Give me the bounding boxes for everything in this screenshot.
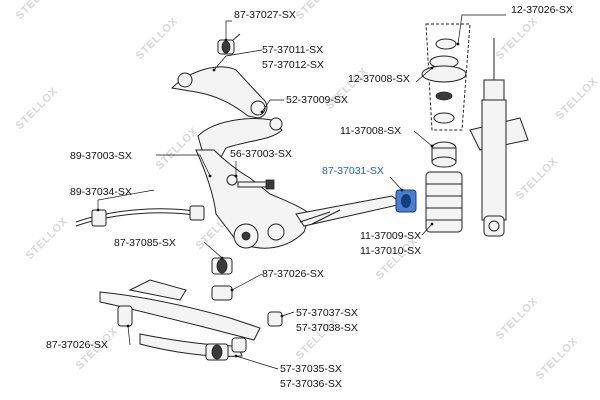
upper-arm-drawing (170, 66, 268, 119)
leader-dot (234, 354, 238, 358)
watermark-text: STELLOX (494, 15, 541, 62)
leader-line (281, 311, 295, 317)
leader-line (389, 176, 403, 191)
rear-lower-link-drawing (139, 333, 247, 361)
watermark-text: STELLOX (374, 235, 421, 282)
stabilizer-bar-drawing (75, 205, 205, 227)
part-label-87-37085-sx: 87-37085-SX (114, 237, 176, 249)
lower-arm-drawing (99, 279, 283, 341)
leader-lines (96, 14, 506, 370)
leader-line (213, 49, 263, 71)
part-label-57-37037-sx: 57-37037-SX (296, 307, 358, 319)
watermark-text: STELLOX (134, 15, 181, 62)
part-label-87-37027-sx: 87-37027-SX (234, 9, 296, 21)
top-mount-drawing (421, 23, 471, 131)
leader-line (413, 130, 433, 147)
leader-dot (234, 174, 238, 178)
watermark-text: STELLOX (534, 335, 581, 382)
watermark-text: STELLOX (494, 295, 541, 342)
leader-line (421, 223, 433, 236)
shock-absorber-drawing (469, 38, 529, 237)
bushing-87-37085-drawing (211, 257, 233, 275)
leader-dot (96, 208, 100, 212)
leader-line (415, 67, 433, 83)
leader-dot (208, 174, 212, 178)
leader-line (231, 273, 263, 291)
part-label-52-37009-sx: 52-37009-SX (286, 94, 348, 106)
bushing-87-37027-drawing (217, 33, 241, 55)
part-label-11-37009-sx: 11-37009-SX (360, 230, 421, 242)
watermark-text: STELLOX (14, 0, 61, 22)
part-label-57-37011-sx: 57-37011-SX (262, 44, 323, 56)
part-label-11-37010-sx: 11-37010-SX (360, 245, 421, 257)
leader-dot (230, 288, 234, 292)
lateral-link-drawing (295, 195, 404, 227)
watermark-text: STELLOX (14, 85, 61, 132)
part-labels: 87-37027-SX 12-37026-SX 57-37011-SX 57-3701… (46, 4, 573, 390)
leader-line (235, 355, 279, 370)
part-label-89-37034-sx: 89-37034-SX (70, 186, 132, 198)
leader-dot (430, 144, 434, 148)
leader-dot (456, 42, 460, 46)
watermark-text: STELLOX (154, 125, 201, 172)
leader-dot (212, 68, 216, 72)
dust-boot-drawing (425, 171, 463, 233)
watermark-text: STELLOX (514, 155, 561, 202)
leader-dot (400, 188, 404, 192)
leader-dot (280, 314, 284, 318)
bolt-56-37003-drawing (226, 174, 275, 190)
leader-line (261, 99, 284, 113)
leader-dot (430, 222, 434, 226)
leader-dot (224, 38, 228, 42)
part-label-87-37031-sx: 87-37031-SX (322, 165, 384, 177)
part-label-56-37003-sx: 56-37003-SX (230, 148, 292, 160)
hub-carrier-drawing (195, 149, 311, 249)
leader-dot (220, 256, 224, 260)
part-label-89-37003-sx: 89-37003-SX (70, 150, 132, 162)
leader-line (156, 154, 211, 177)
bushing-87-37031-drawing (395, 189, 417, 213)
part-label-57-37038-sx: 57-37038-SX (296, 322, 358, 334)
leader-dot (430, 66, 434, 70)
leader-dot (260, 110, 264, 114)
part-label-12-37026-sx: 12-37026-SX (511, 4, 573, 16)
part-label-12-37008-sx: 12-37008-SX (348, 73, 410, 85)
part-label-87-37026-sx: 87-37026-SX (262, 268, 324, 280)
leader-line (225, 20, 232, 40)
part-label-57-37036-sx: 57-37036-SX (280, 378, 342, 390)
leader-line (127, 325, 131, 346)
part-label-87-37026-sx: 87-37026-SX (46, 339, 108, 351)
leader-dot (126, 324, 130, 328)
watermark-text: STELLOX (24, 215, 71, 262)
part-label-57-37035-sx: 57-37035-SX (280, 363, 342, 375)
part-label-11-37008-sx: 11-37008-SX (340, 125, 401, 137)
leader-line (97, 189, 155, 210)
part-label-57-37012-sx: 57-37012-SX (262, 59, 324, 71)
leader-line (203, 241, 223, 259)
watermark-text: STELLOX (554, 75, 600, 122)
bump-stop-drawing (431, 141, 457, 168)
watermark-text: STELLOX (294, 0, 341, 22)
leader-line (457, 14, 506, 45)
